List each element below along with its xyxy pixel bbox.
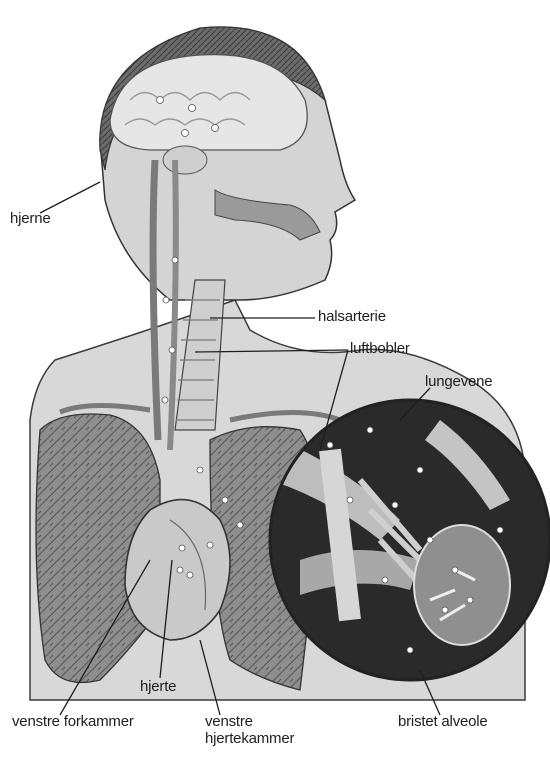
label-burst-alveolus: bristet alveole bbox=[398, 713, 488, 730]
label-brain: hjerne bbox=[10, 210, 51, 227]
label-air-bubbles: luftbobler bbox=[350, 340, 410, 357]
label-left-atrium: venstre forkammer bbox=[12, 713, 134, 730]
alveole-magnifier bbox=[270, 400, 550, 680]
label-heart: hjerte bbox=[140, 678, 176, 695]
label-pulmonary-vein: lungevene bbox=[425, 373, 492, 390]
label-carotid-artery: halsarterie bbox=[318, 308, 386, 325]
label-left-ventricle: venstre hjertekammer bbox=[205, 713, 345, 747]
